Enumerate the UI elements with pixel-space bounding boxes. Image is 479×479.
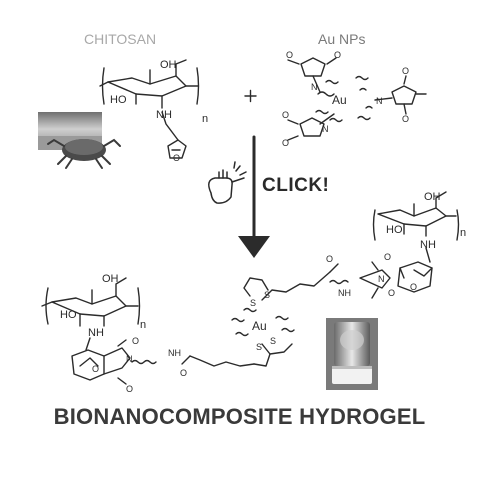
label-n-r: N (378, 274, 385, 284)
chitosan-structure-right (329, 191, 460, 299)
label-o-l2: O (92, 364, 99, 374)
label-nh-top: NH (156, 109, 172, 121)
label-oh-top: OH (160, 59, 177, 71)
label-ho-left: HO (60, 309, 77, 321)
label-s-2: S (264, 290, 270, 300)
label-o-l3: O (126, 384, 133, 394)
chitosan-structure-left (41, 277, 157, 385)
chitosan-structure-top (99, 59, 200, 159)
label-o-1: O (286, 50, 293, 60)
hydrogel-vial-photo (326, 318, 378, 390)
label-ho-right: HO (386, 224, 403, 236)
au-disulfide-core (181, 263, 339, 367)
label-s-1: S (250, 298, 256, 308)
label-o-5: O (282, 110, 289, 120)
crab-photo (38, 112, 121, 169)
label-n-mal-3: N (322, 124, 329, 134)
label-au-center: Au (252, 319, 267, 333)
label-n-mal-2: N (376, 96, 383, 106)
click-label: CLICK! (262, 175, 330, 196)
label-n-right: n (460, 227, 466, 239)
label-n-top: n (202, 113, 208, 125)
label-ho-top: HO (110, 94, 127, 106)
au-nps-title: Au NPs (318, 31, 366, 47)
label-nh-left: NH (88, 327, 104, 339)
label-oh-right: OH (424, 191, 441, 203)
hydrogel-title: BIONANOCOMPOSITE HYDROGEL (53, 404, 426, 429)
label-o-r1: O (384, 252, 391, 262)
label-o-r2: O (388, 288, 395, 298)
label-n-left: n (140, 319, 146, 331)
reaction-arrow-head (238, 236, 270, 258)
label-s-4: S (270, 336, 276, 346)
label-n-mal-1: N (311, 82, 318, 92)
label-o-amide-r: O (326, 254, 333, 264)
label-oh-left: OH (102, 273, 119, 285)
au-nanoparticle-top (287, 57, 427, 141)
label-nh-amide-l: NH (168, 348, 181, 358)
label-o-r3: O (410, 282, 417, 292)
chitosan-title: CHITOSAN (84, 31, 157, 47)
label-furan-o: O (173, 153, 180, 163)
label-n-l: N (126, 354, 133, 364)
label-o-2: O (334, 50, 341, 60)
label-o-l1: O (132, 336, 139, 346)
hand-pointer-icon (208, 161, 247, 204)
label-s-3: S (256, 342, 262, 352)
label-nh-amide-r: NH (338, 288, 351, 298)
label-o-6: O (282, 138, 289, 148)
plus-sign (244, 89, 257, 103)
label-o-3: O (402, 66, 409, 76)
label-o-4: O (402, 114, 409, 124)
label-nh-right: NH (420, 239, 436, 251)
label-au-top: Au (332, 93, 347, 107)
label-o-amide-l: O (180, 368, 187, 378)
